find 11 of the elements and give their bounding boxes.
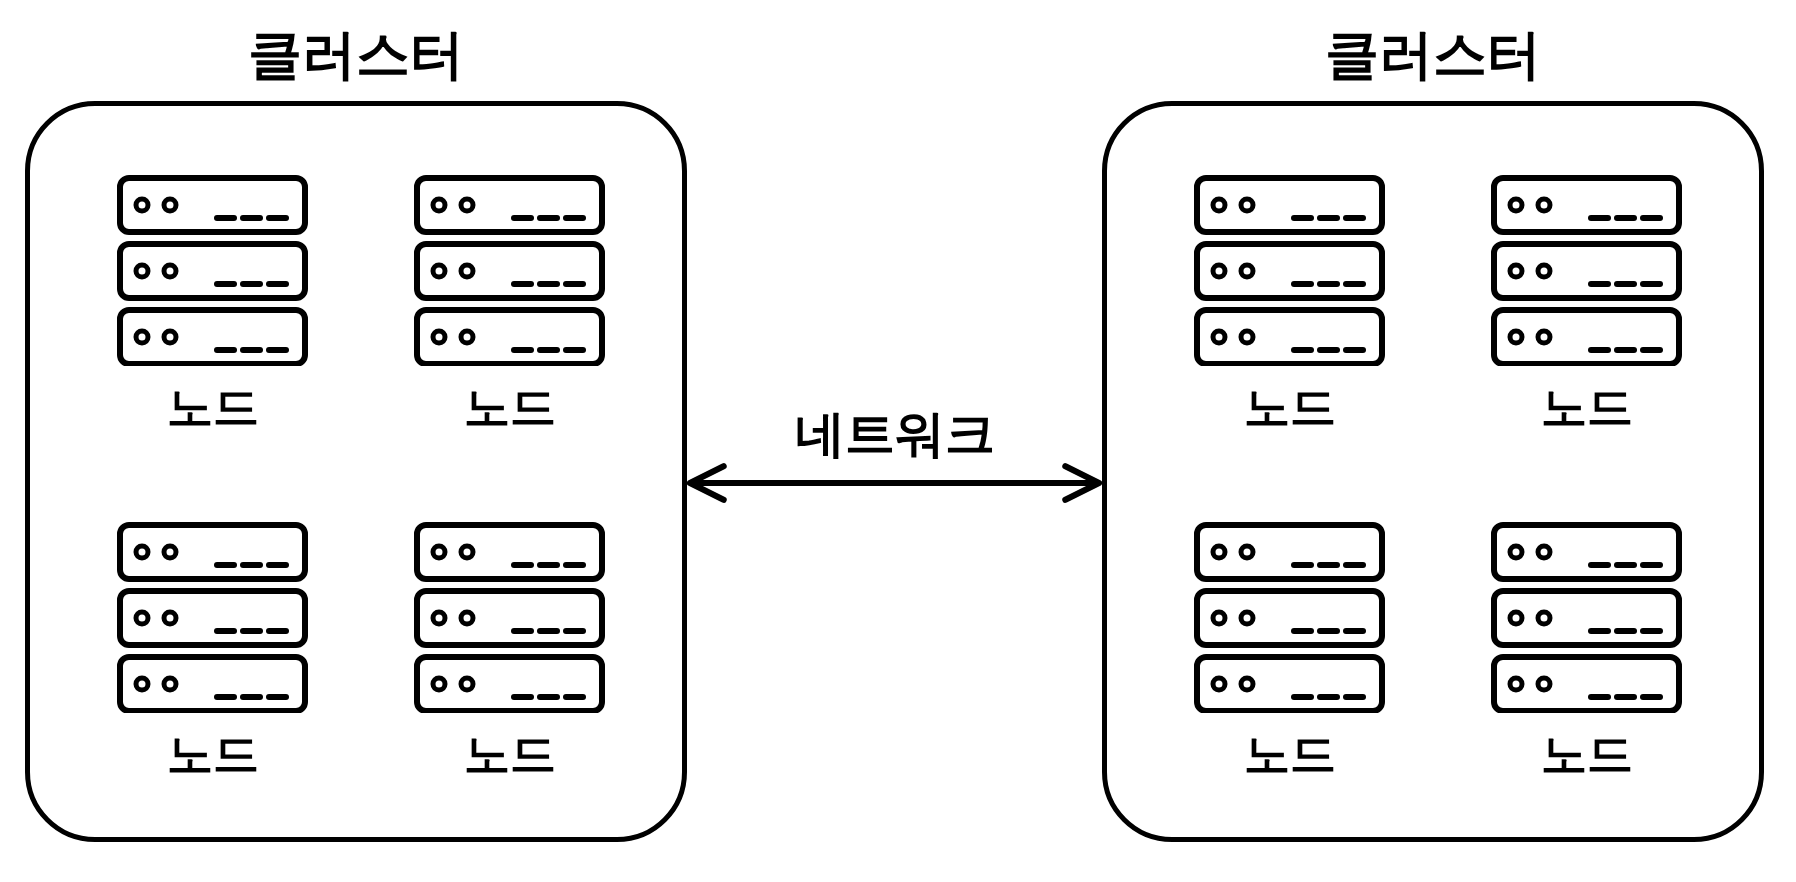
node-label: 노드 bbox=[1242, 380, 1337, 434]
node-label: 노드 bbox=[462, 380, 557, 434]
node-label: 노드 bbox=[165, 727, 260, 781]
node-label: 노드 bbox=[462, 727, 557, 781]
cluster-title: 클러스터 bbox=[247, 24, 465, 86]
cluster-title: 클러스터 bbox=[1324, 24, 1542, 86]
node-label: 노드 bbox=[1242, 727, 1337, 781]
node-label: 노드 bbox=[1539, 380, 1634, 434]
double-arrow bbox=[686, 463, 1103, 503]
node-label: 노드 bbox=[165, 380, 260, 434]
node-label: 노드 bbox=[1539, 727, 1634, 781]
